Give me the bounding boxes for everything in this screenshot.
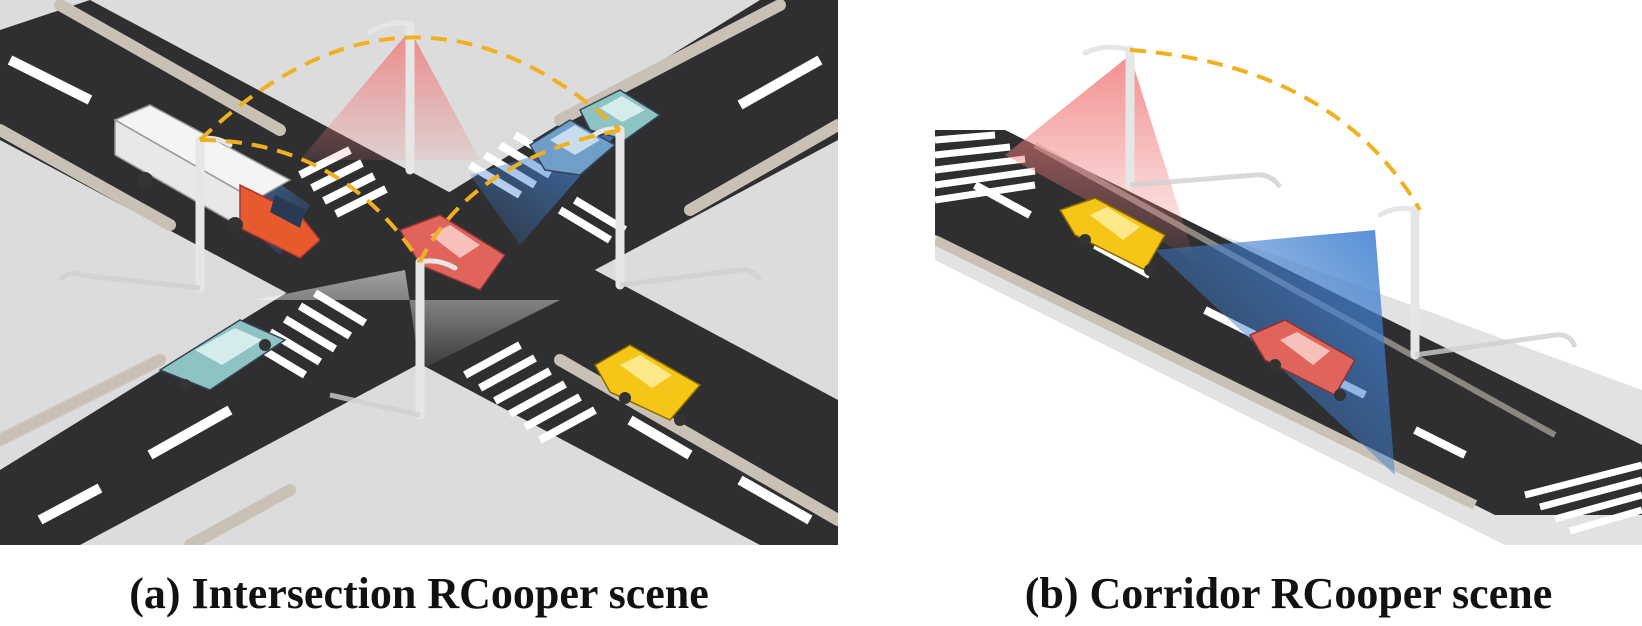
lidar-cone-corridor — [1005, 55, 1195, 260]
corridor-scene-svg — [935, 44, 1642, 545]
lane-markings — [7, 55, 823, 525]
sensor-cone-center — [255, 270, 560, 370]
pole-shadows-corridor — [1129, 172, 1578, 358]
comm-link-corridor — [1129, 48, 1422, 212]
caption-intersection: (a) Intersection RCooper scene — [129, 569, 709, 618]
teal-car-top — [578, 89, 662, 141]
taxi-car — [593, 344, 702, 426]
taxi-car-corridor — [1058, 197, 1167, 276]
intersection-scene-illustration — [0, 0, 838, 545]
crosswalk-south — [463, 341, 597, 444]
pole-shadows — [58, 267, 763, 418]
corridor-scene-illustration — [935, 35, 1642, 545]
comm-link-east-center — [418, 128, 621, 263]
red-car-corridor — [1248, 319, 1357, 401]
intersection-scene-svg — [0, 0, 838, 545]
comm-link-west-center — [199, 138, 422, 264]
comm-link-arc — [198, 35, 622, 142]
lidar-cone-north — [300, 30, 480, 160]
crosswalk-right — [1524, 461, 1642, 535]
sensor-poles-corridor — [1082, 44, 1420, 360]
caption-corridor: (b) Corridor RCooper scene — [1024, 569, 1553, 618]
truck — [113, 104, 322, 259]
sensor-poles — [195, 20, 625, 420]
teal-car-bottom — [158, 319, 287, 391]
